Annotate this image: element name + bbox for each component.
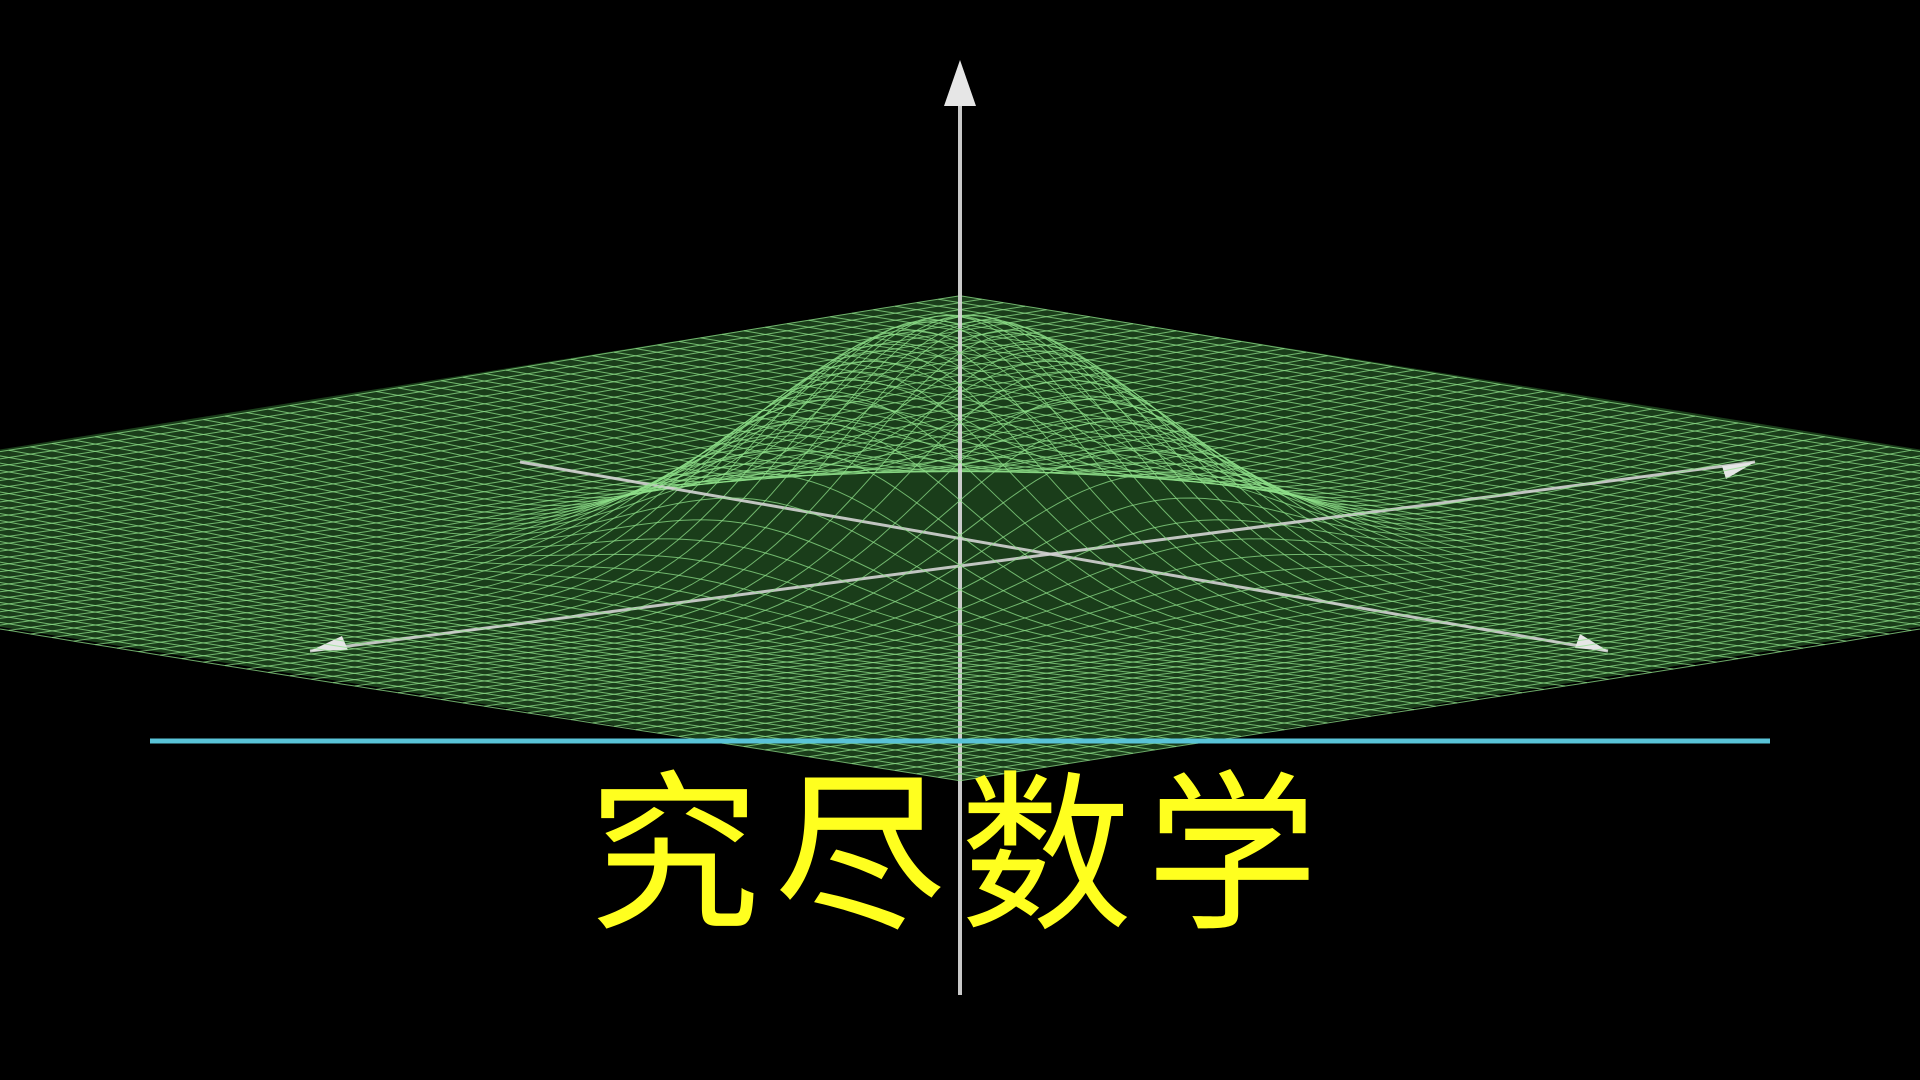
mesh-line-u — [873, 601, 1920, 768]
mesh-line-v — [0, 581, 1112, 758]
mesh-line-v — [160, 333, 1674, 670]
mesh-line-u — [397, 449, 1912, 694]
mesh-line-v — [0, 455, 1501, 697]
mesh-line-v — [0, 601, 1047, 768]
mesh-line-u — [916, 615, 1920, 775]
mesh-line-v — [0, 588, 1090, 761]
x-axis — [309, 460, 1756, 653]
z-axis-arrowhead — [944, 60, 976, 106]
mesh-line-v — [0, 477, 1436, 707]
mesh-line-v — [0, 462, 1479, 700]
mesh-line-v — [0, 491, 1393, 714]
mesh-line-v — [116, 371, 1631, 677]
surface-mesh-front — [0, 321, 1920, 782]
mesh-line-u — [657, 534, 1920, 734]
mesh-line-u — [484, 477, 1920, 707]
mesh-line-u — [592, 512, 1920, 724]
mesh-line-u — [224, 321, 1739, 666]
mesh-line-u — [614, 520, 1920, 727]
mesh-line-v — [0, 505, 1350, 721]
mesh-line-v — [0, 608, 1025, 771]
mesh-line-u — [549, 498, 1920, 717]
mesh-line-u — [765, 568, 1920, 751]
mesh-line-v — [8, 449, 1523, 694]
mesh-line-u — [419, 455, 1920, 697]
mesh-line-v — [0, 527, 1285, 731]
mesh-line-v — [0, 541, 1242, 737]
mesh-line-u — [354, 443, 1868, 687]
mesh-line-v — [0, 554, 1198, 744]
mesh-line-u — [311, 395, 1825, 680]
mesh-line-u — [787, 575, 1920, 754]
mesh-line-v — [30, 446, 1544, 690]
mesh-line-v — [0, 520, 1306, 727]
mesh-line-u — [376, 446, 1890, 690]
mesh-line-u — [851, 595, 1920, 764]
mesh-line-v — [0, 469, 1458, 704]
mesh-line-v — [0, 534, 1263, 734]
mesh-line-v — [0, 561, 1177, 747]
mesh-line-v — [0, 484, 1415, 711]
page-title: 究尽数学 — [588, 755, 1332, 956]
mesh-line-u — [570, 505, 1920, 721]
mesh-line-v — [181, 321, 1696, 666]
mesh-line-v — [138, 350, 1652, 673]
mesh-line-v — [0, 498, 1371, 717]
mesh-line-v — [0, 512, 1328, 724]
mesh-line-u — [462, 469, 1920, 704]
mesh-line-v — [0, 547, 1220, 741]
mesh-line-v — [52, 443, 1566, 687]
mesh-line-u — [635, 527, 1920, 731]
mesh-line-u — [289, 371, 1804, 677]
mesh-line-u — [938, 621, 1920, 778]
mesh-line-v — [0, 568, 1155, 751]
mesh-line-v — [0, 615, 1004, 775]
mesh-line-u — [743, 561, 1920, 747]
mesh-line-v — [73, 421, 1587, 684]
mesh-line-v — [0, 575, 1133, 754]
mesh-line-u — [441, 462, 1920, 700]
mesh-line-u — [895, 608, 1920, 771]
mesh-line-u — [246, 333, 1760, 670]
mesh-line-u — [527, 491, 1920, 714]
mesh-line-u — [268, 350, 1782, 673]
mesh-line-v — [95, 395, 1609, 680]
mesh-line-u — [830, 588, 1920, 761]
mesh-line-u — [678, 541, 1920, 737]
mesh-line-v — [0, 595, 1069, 764]
mesh-line-u — [722, 554, 1920, 744]
y-axis-arrowhead — [1575, 634, 1608, 651]
mesh-line-u — [505, 484, 1920, 711]
mesh-line-u — [333, 421, 1847, 684]
mesh-line-u — [700, 547, 1920, 741]
mesh-line-v — [0, 621, 982, 778]
mesh-line-u — [808, 581, 1920, 758]
